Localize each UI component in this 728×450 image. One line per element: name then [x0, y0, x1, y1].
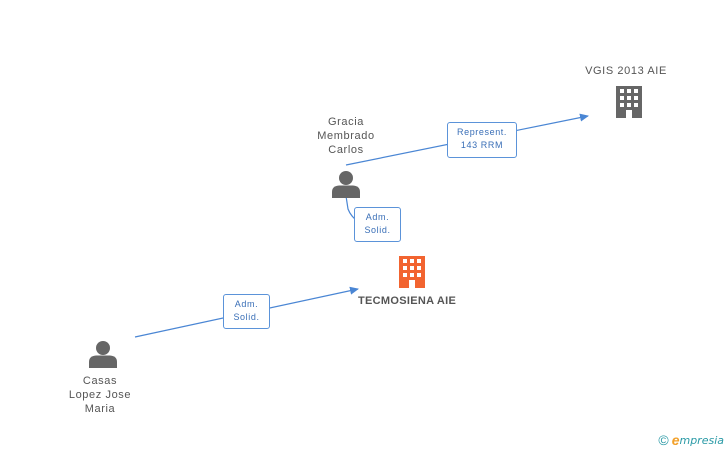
person-icon[interactable]	[88, 340, 118, 368]
brand-initial: e	[671, 432, 680, 448]
building-icon[interactable]	[396, 256, 428, 288]
person-name-line-2[interactable]: Membrado	[317, 130, 375, 142]
edge-label-adm-solid-gracia[interactable]: Adm. Solid.	[354, 207, 401, 242]
edge-label-line-1: Represent.	[456, 127, 508, 137]
person-name-line-1[interactable]: Gracia	[328, 116, 364, 128]
company-name[interactable]: VGIS 2013 AIE	[585, 65, 667, 77]
edge-label-represent[interactable]: Represent. 143 RRM	[447, 122, 517, 158]
person-name-line-1[interactable]: Casas	[82, 375, 118, 387]
building-icon[interactable]	[613, 86, 645, 118]
edge-label-line-1: Adm.	[234, 299, 259, 309]
person-name-line-3[interactable]: Carlos	[328, 144, 364, 156]
person-name-line-3[interactable]: Maria	[84, 403, 116, 415]
company-node-vgis-label[interactable]: VGIS 2013 AIE	[576, 64, 676, 78]
brand-name: mpresia	[679, 433, 724, 447]
edge-label-line-2: 143 RRM	[460, 140, 504, 150]
edge-label-adm-solid-casas[interactable]: Adm. Solid.	[223, 294, 270, 329]
company-name[interactable]: TECMOSIENA AIE	[358, 295, 457, 307]
person-node-gracia-label[interactable]: Gracia Membrado Carlos	[296, 115, 396, 157]
edge-label-line-2: Solid.	[364, 225, 391, 235]
person-icon[interactable]	[331, 170, 361, 198]
edge-label-line-2: Solid.	[233, 312, 260, 322]
person-name-line-2[interactable]: Lopez Jose	[68, 389, 132, 401]
empresia-logo[interactable]: © e mpresia	[658, 432, 724, 448]
person-node-casas-label[interactable]: Casas Lopez Jose Maria	[50, 374, 150, 416]
edge-label-line-1: Adm.	[365, 212, 390, 222]
company-node-tecmosiena-label[interactable]: TECMOSIENA AIE	[358, 295, 456, 307]
copyright-symbol: ©	[658, 432, 669, 448]
